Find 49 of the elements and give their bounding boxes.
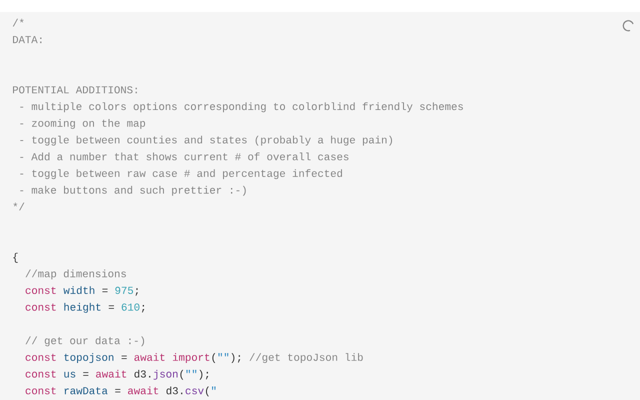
code-token: ( [180,370,184,380]
code-token: " [212,386,216,390]
code-comment: // get our data :-) [26,336,144,346]
code-token: import [172,353,210,363]
code-token: ; [142,305,144,312]
code-comment: POTENTIAL ADDITIONS: [13,86,137,94]
code-token: us [64,372,76,378]
code-comment: - toggle between raw case # and percentage infected [20,169,342,180]
code-token: height [64,302,100,313]
code-comment: - make buttons and such prettier :-) [20,186,246,196]
code-token: 610 [122,304,140,311]
code-token: d3. [166,386,182,394]
code-token: "" [218,353,228,356]
code-token: await [128,386,158,394]
code-token: "" [186,370,196,374]
code-token: d3. [134,370,150,378]
code-token: await [134,353,165,361]
code-token: const [26,370,56,378]
code-token: { [13,252,18,263]
code-token: = [122,356,127,359]
code-token: ( [206,386,209,396]
code-comment: //get topoJson lib [250,353,363,363]
code-comment: - multiple colors options corresponding to colorblind friendly schemes [20,102,463,112]
code-comment: - toggle between counties and states (probably a huge pain) [20,136,392,146]
code-token: = [102,288,108,292]
code-token: csv [186,388,204,394]
code-token: json [154,370,178,380]
code-token: = [83,372,88,376]
code-token: rawData [64,387,108,394]
code-comment: DATA: [13,36,42,44]
code-comment: */ [14,202,24,210]
code-comment: /* [12,18,24,26]
code-token: const [26,387,56,394]
code-token: ); [232,353,240,363]
code-token: const [26,286,56,294]
code-token: width [64,286,94,294]
code-token: ); [200,370,208,380]
code-token: await [96,370,126,378]
code-comment: //map dimensions [26,270,126,280]
code-token: const [26,354,56,361]
code-comment: - zooming on the map [20,119,146,129]
code-token: const [26,304,56,311]
code-token: ( [212,353,216,363]
code-token: ; [136,288,138,296]
code-token: topojson [64,353,114,363]
code-token: 975 [115,286,134,294]
code-token: = [108,305,114,309]
code-comment: - Add a number that shows current # of overall cases [20,152,348,160]
code-token: = [115,389,120,392]
